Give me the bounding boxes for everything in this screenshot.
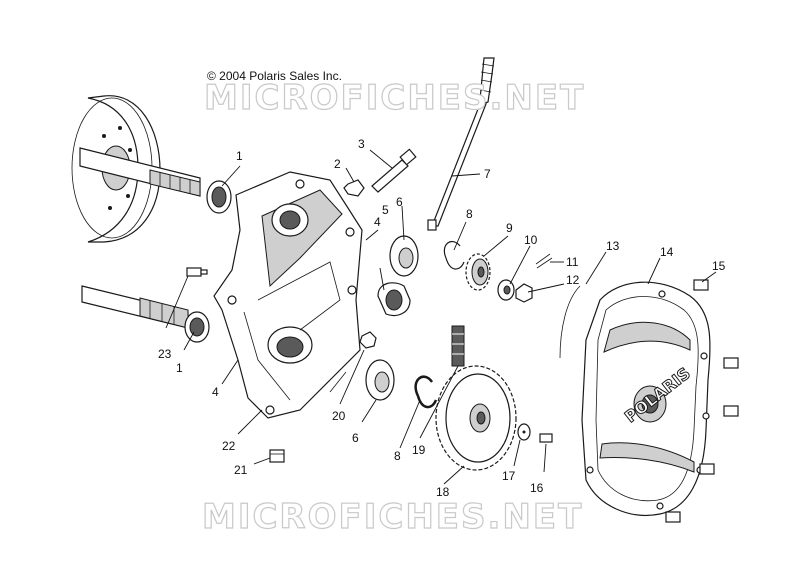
lower-shaft [81, 285, 189, 329]
callout-labels: 1 1 2 3 4 4 5 6 6 7 8 8 9 10 11 12 13 14… [158, 137, 726, 499]
watermark-top: MICROFICHES.NET [203, 77, 586, 118]
bolt-23 [186, 267, 208, 277]
bearing-6-upper [389, 235, 419, 277]
plug-21 [269, 449, 285, 463]
callout-7: 7 [484, 167, 491, 181]
sprocket-9 [465, 253, 491, 291]
callout-10: 10 [524, 233, 538, 247]
callout-22: 22 [222, 439, 236, 453]
chain-19 [451, 325, 465, 367]
watermark-bottom: MICROFICHES.NET [201, 496, 584, 537]
callout-11: 11 [566, 255, 579, 269]
seal-upper [206, 180, 232, 214]
cotter-pin-11 [535, 253, 553, 269]
snap-ring-upper [443, 241, 465, 270]
callout-21: 21 [234, 463, 248, 477]
callout-12: 12 [566, 273, 580, 287]
copyright-notice: © 2004 Polaris Sales Inc. [207, 69, 342, 83]
callout-5: 5 [382, 203, 389, 217]
callout-1-upper: 1 [236, 149, 243, 163]
chaincase-housing [213, 171, 363, 419]
upper-shaft [79, 147, 201, 197]
callout-3: 3 [358, 137, 365, 151]
tensioner-5 [377, 282, 411, 317]
washer-10 [497, 279, 515, 301]
callout-6-upper: 6 [396, 195, 403, 209]
gear-18 [435, 365, 517, 471]
nut-12 [515, 283, 533, 303]
bolt-16 [539, 433, 553, 443]
bearing-6-lower [365, 359, 395, 401]
callout-4-upper: 4 [374, 215, 381, 229]
snap-ring-lower [414, 375, 438, 409]
dipstick [427, 57, 495, 231]
callout-20: 20 [332, 409, 346, 423]
seal-lower [184, 311, 210, 343]
callout-4-lower: 4 [212, 385, 219, 399]
callout-16: 16 [530, 481, 544, 495]
callout-17: 17 [502, 469, 516, 483]
callout-8-upper: 8 [466, 207, 473, 221]
callout-1-lower: 1 [176, 361, 183, 375]
bolt-3 [371, 148, 417, 193]
callout-18: 18 [436, 485, 450, 499]
callout-23: 23 [158, 347, 172, 361]
chaincase-cover [581, 281, 711, 516]
nut-20 [359, 331, 377, 349]
nut-2 [343, 179, 365, 197]
leader-lines [165, 149, 717, 485]
cover-bolts [665, 279, 739, 523]
callout-13: 13 [606, 239, 620, 253]
gasket-13 [559, 285, 581, 359]
callout-6-lower: 6 [352, 431, 359, 445]
washer-17 [517, 423, 531, 441]
callout-14: 14 [660, 245, 674, 259]
callout-9: 9 [506, 221, 513, 235]
callout-8-lower: 8 [394, 449, 401, 463]
callout-19: 19 [412, 443, 426, 457]
callout-15: 15 [712, 259, 726, 273]
callout-2: 2 [334, 157, 341, 171]
